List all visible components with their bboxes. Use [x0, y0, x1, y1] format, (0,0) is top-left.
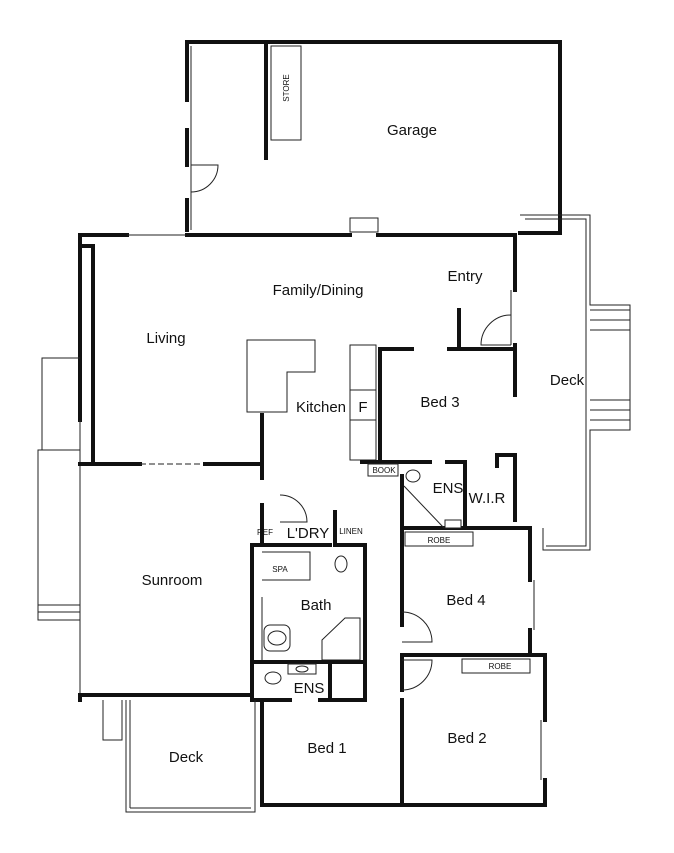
spa-label: SPA: [272, 565, 288, 574]
robe-bed4: [404, 531, 474, 547]
linen-label: LINEN: [339, 527, 363, 536]
room-label-store: STORE: [282, 74, 291, 101]
east-deck: [520, 214, 631, 551]
room-label-deck-east: Deck: [550, 372, 585, 389]
room-label-bed1: Bed 1: [307, 740, 346, 757]
robe-bed2: [461, 658, 531, 674]
bedrooms-east: [260, 526, 547, 807]
fridge-label: F: [358, 399, 367, 416]
sunroom-edge: [37, 357, 80, 621]
toilet-icon: [264, 671, 282, 685]
robe-bed4-label: ROBE: [428, 536, 451, 545]
toilet-icon: [334, 555, 348, 573]
room-label-deck-south: Deck: [169, 749, 204, 766]
book-label: BOOK: [372, 466, 396, 475]
room-label-living: Living: [146, 330, 185, 347]
ref-label: REF: [257, 528, 273, 537]
room-label-garage: Garage: [387, 122, 437, 139]
laundry-bath: [250, 469, 421, 702]
room-label-bed2: Bed 2: [447, 730, 486, 747]
room-label-sunroom: Sunroom: [142, 572, 203, 589]
toilet-icon: [405, 469, 421, 483]
room-label-laundry: L'DRY: [287, 525, 330, 542]
house-walls: [78, 233, 517, 702]
room-label-bed4: Bed 4: [446, 592, 485, 609]
room-label-bed3: Bed 3: [420, 394, 459, 411]
room-label-family-dining: Family/Dining: [273, 282, 364, 299]
store-cupboard: [270, 45, 302, 141]
kitchen-island: [246, 339, 316, 413]
room-label-kitchen: Kitchen: [296, 399, 346, 416]
robe-bed2-label: ROBE: [489, 662, 512, 671]
entry-bed3-walls: [360, 308, 532, 530]
south-deck: [102, 700, 256, 813]
room-label-ens-bed1: ENS: [294, 680, 325, 697]
garage-walls: [185, 40, 562, 235]
room-label-ens-bed3: ENS: [433, 480, 464, 497]
book-shelf: [367, 463, 399, 477]
room-label-wir: W.I.R: [469, 490, 506, 507]
room-label-entry: Entry: [447, 268, 483, 285]
room-label-bath: Bath: [301, 597, 332, 614]
